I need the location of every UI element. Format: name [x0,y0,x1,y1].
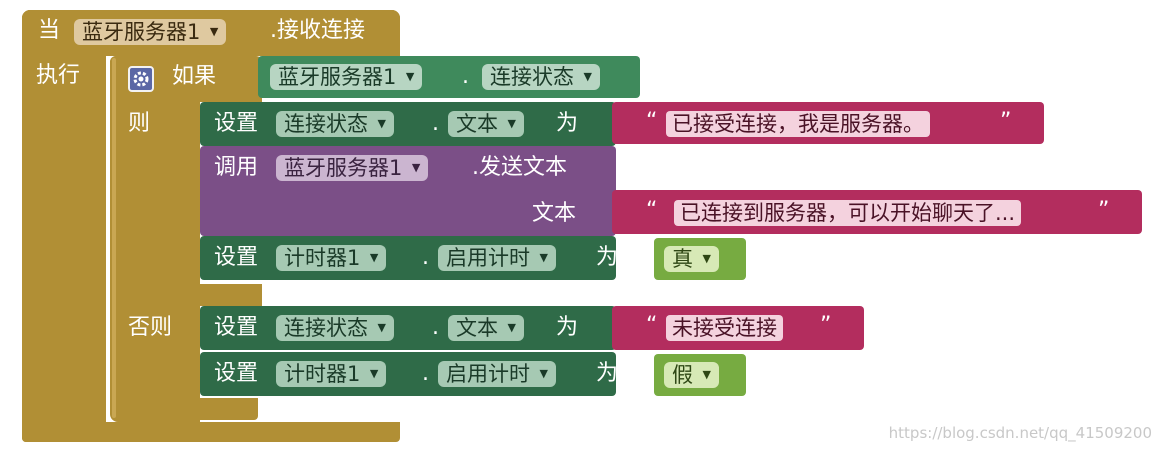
then-set2-component-label: 计时器1 [284,246,361,270]
then-set1-to-label: 为 [556,111,579,136]
gear-icon[interactable] [128,66,154,92]
when-label: 当 [38,18,61,43]
chevron-down-icon: ▼ [209,25,219,38]
condition-property-label: 连接状态 [490,65,574,89]
call-string-value[interactable]: 已连接到服务器，可以开始聊天了... [674,200,1022,226]
else-set1-set-label: 设置 [214,315,259,340]
then-set2-dot: . [422,245,429,270]
chevron-down-icon: ▼ [539,251,548,264]
then-set2-boolean-dropdown[interactable]: 真 ▼ [664,246,719,272]
chevron-down-icon: ▼ [405,70,415,83]
chevron-down-icon: ▼ [377,117,386,130]
call-component-dropdown[interactable]: 蓝牙服务器1 ▼ [276,155,429,181]
else-set-status-block[interactable] [200,306,616,350]
chevron-down-icon: ▼ [369,367,379,380]
call-method-name: .发送文本 [472,155,567,180]
else-set1-component-dropdown[interactable]: 连接状态 ▼ [276,315,394,341]
chevron-down-icon: ▼ [377,321,386,334]
if-block-bottom-bar [110,398,258,420]
if-block-left-bar [110,56,200,422]
else-set2-boolean-dropdown[interactable]: 假 ▼ [664,362,719,388]
chevron-down-icon: ▼ [583,70,592,83]
else-set2-set-label: 设置 [214,361,259,386]
condition-component-dropdown[interactable]: 蓝牙服务器1 ▼ [270,64,423,90]
event-bottom-bar [22,422,400,442]
else-set1-string-value[interactable]: 未接受连接 [666,315,783,341]
then-set1-dot: . [432,111,439,136]
do-label: 执行 [36,63,81,88]
event-left-bar [22,10,106,442]
else-set1-component-label: 连接状态 [284,316,368,340]
else-set2-boolean-label: 假 [672,363,693,387]
event-name: .接收连接 [270,18,365,43]
then-set2-property-label: 启用计时 [446,246,530,270]
then-set2-component-dropdown[interactable]: 计时器1 ▼ [276,245,387,271]
if-block-inner-shade [112,58,116,418]
event-component-dropdown[interactable]: 蓝牙服务器1 ▼ [74,19,227,45]
chevron-down-icon: ▼ [507,117,516,130]
else-label: 否则 [128,315,173,340]
call-quote-open: “ [646,198,658,223]
else-set2-to-label: 为 [596,361,619,386]
else-set2-property-label: 启用计时 [446,362,530,386]
else-set2-component-label: 计时器1 [284,362,361,386]
then-set1-property-dropdown[interactable]: 文本 ▼ [448,111,524,137]
call-label: 调用 [214,155,259,180]
else-set1-property-label: 文本 [456,316,498,340]
condition-property-dropdown[interactable]: 连接状态 ▼ [482,64,600,90]
else-set2-property-dropdown[interactable]: 启用计时 ▼ [438,361,556,387]
call-arg-label: 文本 [532,201,577,226]
chevron-down-icon: ▼ [369,251,379,264]
else-set1-quote-open: “ [646,313,658,338]
chevron-down-icon: ▼ [411,161,421,174]
event-component-label: 蓝牙服务器1 [82,20,201,44]
then-set2-set-label: 设置 [214,245,259,270]
else-set1-to-label: 为 [556,315,579,340]
then-set1-quote-open: “ [646,109,658,134]
else-set1-quote-close: ” [820,313,832,338]
then-set1-quote-close: ” [1000,109,1012,134]
chevron-down-icon: ▼ [507,321,516,334]
then-set1-component-dropdown[interactable]: 连接状态 ▼ [276,111,394,137]
condition-dot: . [462,64,469,89]
else-set1-property-dropdown[interactable]: 文本 ▼ [448,315,524,341]
then-set1-property-label: 文本 [456,112,498,136]
call-component-label: 蓝牙服务器1 [284,156,403,180]
watermark: https://blog.csdn.net/qq_41509200 [888,424,1152,442]
else-set2-dot: . [422,361,429,386]
chevron-down-icon: ▼ [702,368,711,381]
else-set1-dot: . [432,315,439,340]
if-block-else-bar [110,284,262,306]
then-set1-component-label: 连接状态 [284,112,368,136]
then-set-status-block[interactable] [200,102,616,146]
else-set2-component-dropdown[interactable]: 计时器1 ▼ [276,361,387,387]
then-set2-boolean-label: 真 [672,247,693,271]
then-label: 则 [128,111,151,136]
then-set2-to-label: 为 [596,245,619,270]
then-set2-property-dropdown[interactable]: 启用计时 ▼ [438,245,556,271]
condition-component-label: 蓝牙服务器1 [278,65,397,89]
call-quote-close: ” [1098,198,1110,223]
chevron-down-icon: ▼ [702,252,711,265]
then-set1-string-value[interactable]: 已接受连接，我是服务器。 [666,111,930,137]
if-label: 如果 [172,64,217,89]
chevron-down-icon: ▼ [539,367,548,380]
then-set1-set-label: 设置 [214,111,259,136]
